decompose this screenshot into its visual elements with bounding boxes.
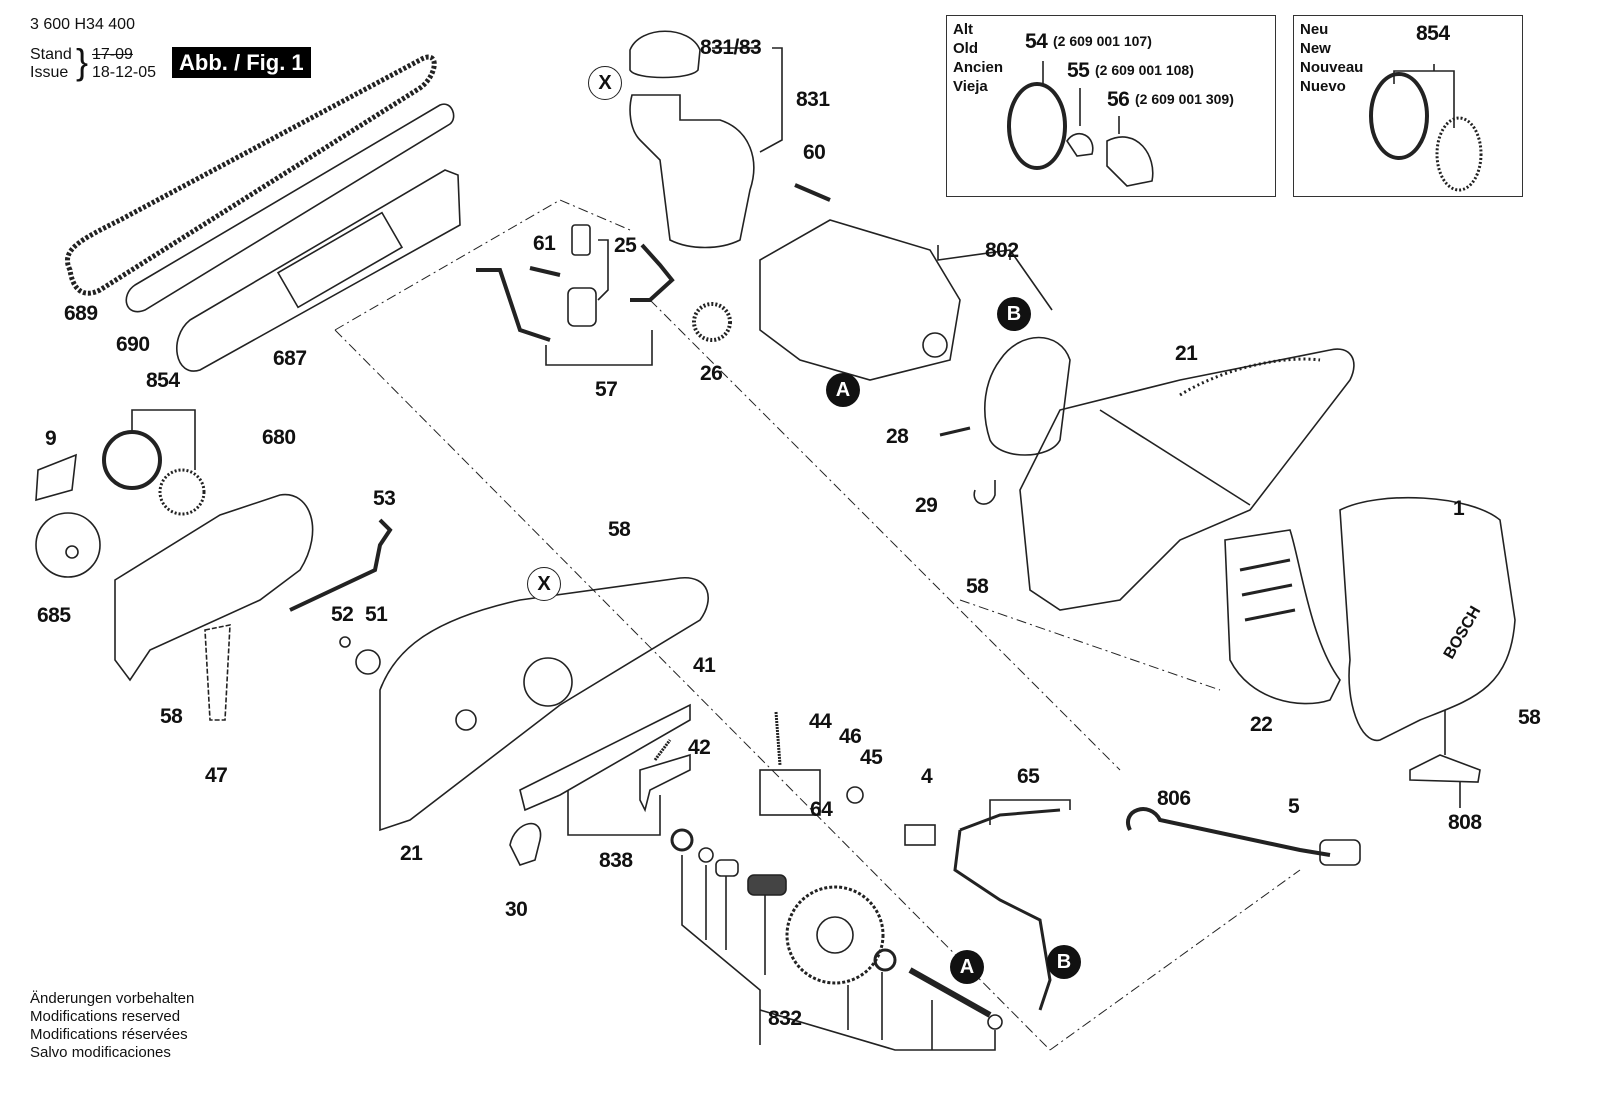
part-label-41: 41 (693, 654, 716, 677)
part-label-26: 26 (700, 362, 723, 385)
lang-fr: Nouveau (1300, 59, 1364, 76)
lang-es: Vieja (953, 78, 988, 95)
part-label-51: 51 (365, 603, 388, 626)
part-number-56: (2 609 001 309) (1135, 91, 1234, 107)
sprocket-cover (114, 493, 314, 682)
part-label-64: 64 (810, 798, 833, 821)
new-languages: Neu New Nouveau Nuevo (1300, 20, 1363, 96)
part-label-687: 687 (273, 347, 307, 370)
marker-x-top: X (588, 66, 622, 100)
marker-a-wiring: A (950, 950, 984, 984)
oil-tank (629, 94, 755, 249)
brace-icon: } (76, 41, 89, 82)
marker-x-cover: X (527, 567, 561, 601)
issue-label: Issue (30, 64, 69, 81)
lang-de: Neu (1300, 21, 1329, 38)
guide-bar (125, 103, 455, 313)
lang-es: Nuevo (1300, 78, 1346, 95)
part-label-21-cover: 21 (400, 842, 423, 865)
part-label-58-spike: 58 (160, 705, 183, 728)
part-label-685: 685 (37, 604, 71, 627)
part-label-58-cover: 58 (608, 518, 631, 541)
old-parts-drawing (1007, 61, 1154, 187)
oil-cap (629, 30, 701, 79)
figure-tag: Abb. / Fig. 1 (172, 47, 311, 78)
lang-de: Alt (953, 21, 973, 38)
chain-cover (379, 577, 709, 832)
note-de: Änderungen vorbehalten (30, 990, 195, 1007)
inset-old-parts: Alt Old Ancien Vieja 54 (2 609 001 107) … (946, 15, 1276, 197)
part-label-65: 65 (1017, 765, 1040, 788)
part-label-5: 5 (1288, 795, 1300, 818)
part-label-46: 46 (839, 725, 862, 748)
new-parts-drawing (1369, 64, 1483, 192)
part-label-58-motor-cover: 58 (1518, 706, 1541, 729)
note-fr: Modifications réservées (30, 1026, 188, 1043)
issue-date: 18-12-05 (92, 64, 157, 81)
part-label-22: 22 (1250, 713, 1273, 736)
part-label-9: 9 (45, 427, 57, 450)
part-label-25: 25 (614, 234, 637, 257)
part-label-854: 854 (146, 369, 180, 392)
part-label-58-housing: 58 (966, 575, 989, 598)
note-en: Modifications reserved (30, 1008, 181, 1025)
marker-a-motor: A (826, 373, 860, 407)
part-label-689: 689 (64, 302, 98, 325)
bar-cover (176, 169, 461, 372)
part-label-30: 30 (505, 898, 528, 921)
part-label-690: 690 (116, 333, 150, 356)
motor-housing (1019, 348, 1355, 611)
part-label-680: 680 (262, 426, 296, 449)
part-ref-55: 55 (1067, 59, 1090, 82)
motor-cover (1339, 496, 1516, 741)
part-label-832: 832 (768, 1007, 802, 1030)
gasket (984, 336, 1071, 456)
part-label-57: 57 (595, 378, 618, 401)
revision-dates: 17-09 18-12-05 (92, 46, 156, 82)
part-label-60: 60 (803, 141, 826, 164)
marker-b-wiring: B (1047, 945, 1081, 979)
part-label-838: 838 (599, 849, 633, 872)
stand-issue-labels: Stand Issue (30, 46, 72, 82)
part-label-42: 42 (688, 736, 711, 759)
part-label-61: 61 (533, 232, 556, 255)
old-date: 17-09 (92, 46, 133, 63)
part-label-44: 44 (809, 710, 832, 733)
part-label-802: 802 (985, 239, 1019, 262)
part-ref-854-new: 854 (1416, 22, 1450, 45)
part-label-831: 831 (796, 88, 830, 111)
part-number-54: (2 609 001 107) (1053, 33, 1152, 49)
part-label-1: 1 (1453, 497, 1465, 520)
note-es: Salvo modificaciones (30, 1044, 171, 1061)
part-label-831-83: 831/83 (700, 36, 762, 59)
old-languages: Alt Old Ancien Vieja (953, 20, 1003, 96)
part-ref-54: 54 (1025, 30, 1048, 53)
part-number-55: (2 609 001 108) (1095, 62, 1194, 78)
part-label-47: 47 (205, 764, 228, 787)
part-label-28: 28 (886, 425, 909, 448)
part-label-52: 52 (331, 603, 354, 626)
part-label-53: 53 (373, 487, 396, 510)
handle-cover (1224, 529, 1341, 705)
modifications-note: Änderungen vorbehalten Modifications res… (30, 990, 194, 1062)
bosch-logo: BOSCH (1441, 603, 1485, 662)
part-label-808: 808 (1448, 811, 1482, 834)
lang-fr: Ancien (953, 59, 1004, 76)
stand-label: Stand (30, 46, 72, 63)
part-label-21-housing: 21 (1175, 342, 1198, 365)
inset-new-parts: Neu New Nouveau Nuevo 854 (1293, 15, 1523, 197)
marker-b-motor: B (997, 297, 1031, 331)
saw-chain (65, 54, 437, 296)
part-ref-56: 56 (1107, 88, 1130, 111)
part-label-806: 806 (1157, 787, 1191, 810)
document-code: 3 600 H34 400 (30, 16, 135, 33)
part-label-45: 45 (860, 746, 883, 769)
part-label-29: 29 (915, 494, 938, 517)
lang-en: Old (953, 40, 978, 57)
lang-en: New (1300, 40, 1331, 57)
part-label-4: 4 (921, 765, 933, 788)
motor (759, 219, 961, 381)
